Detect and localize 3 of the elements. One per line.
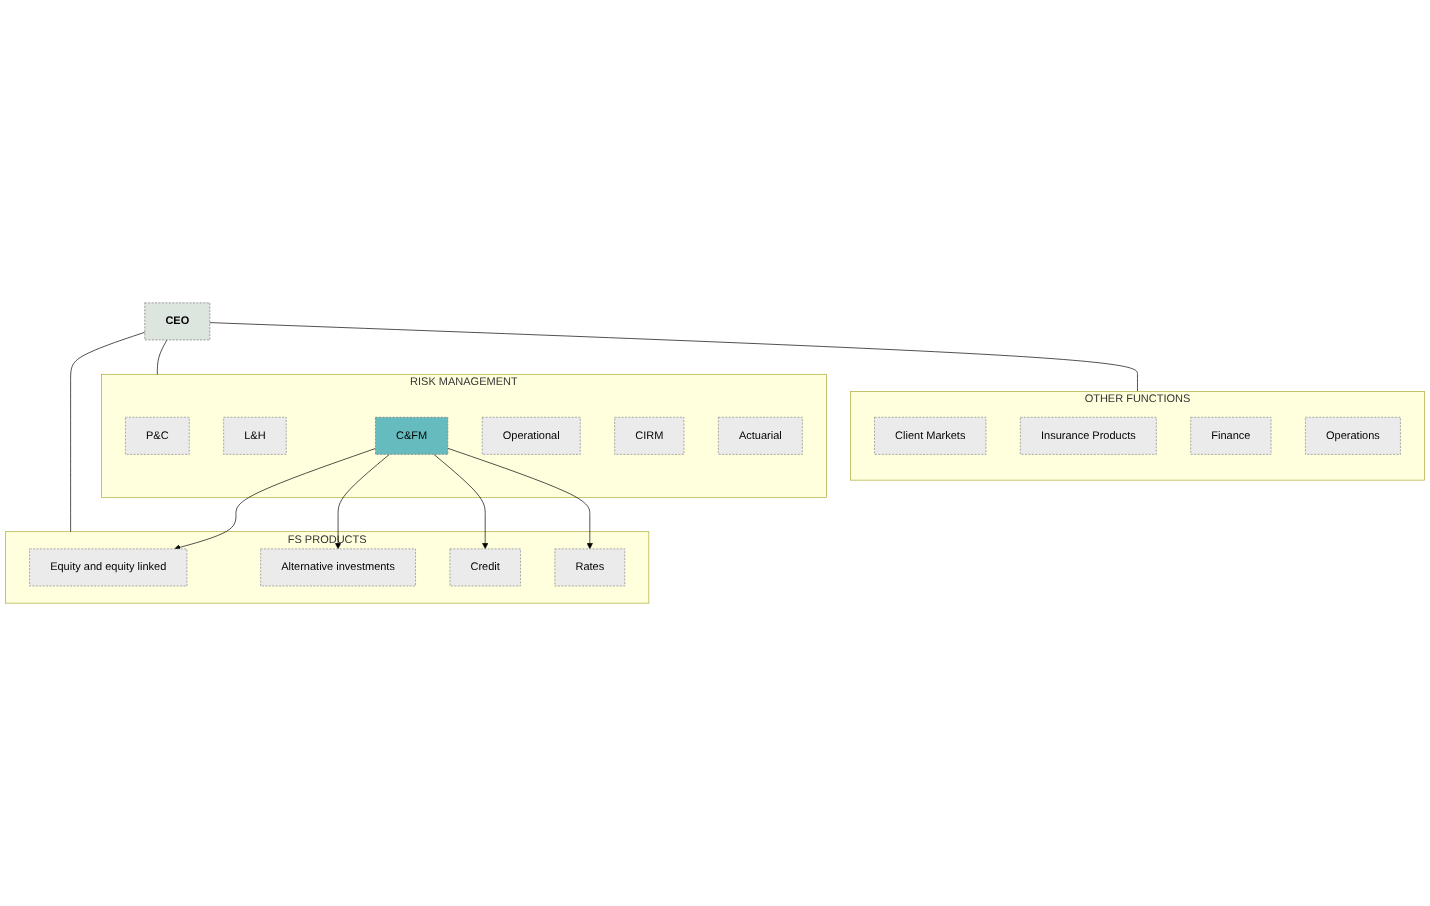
connector	[209, 322, 1138, 392]
connector	[70, 331, 146, 533]
connector	[157, 339, 168, 375]
